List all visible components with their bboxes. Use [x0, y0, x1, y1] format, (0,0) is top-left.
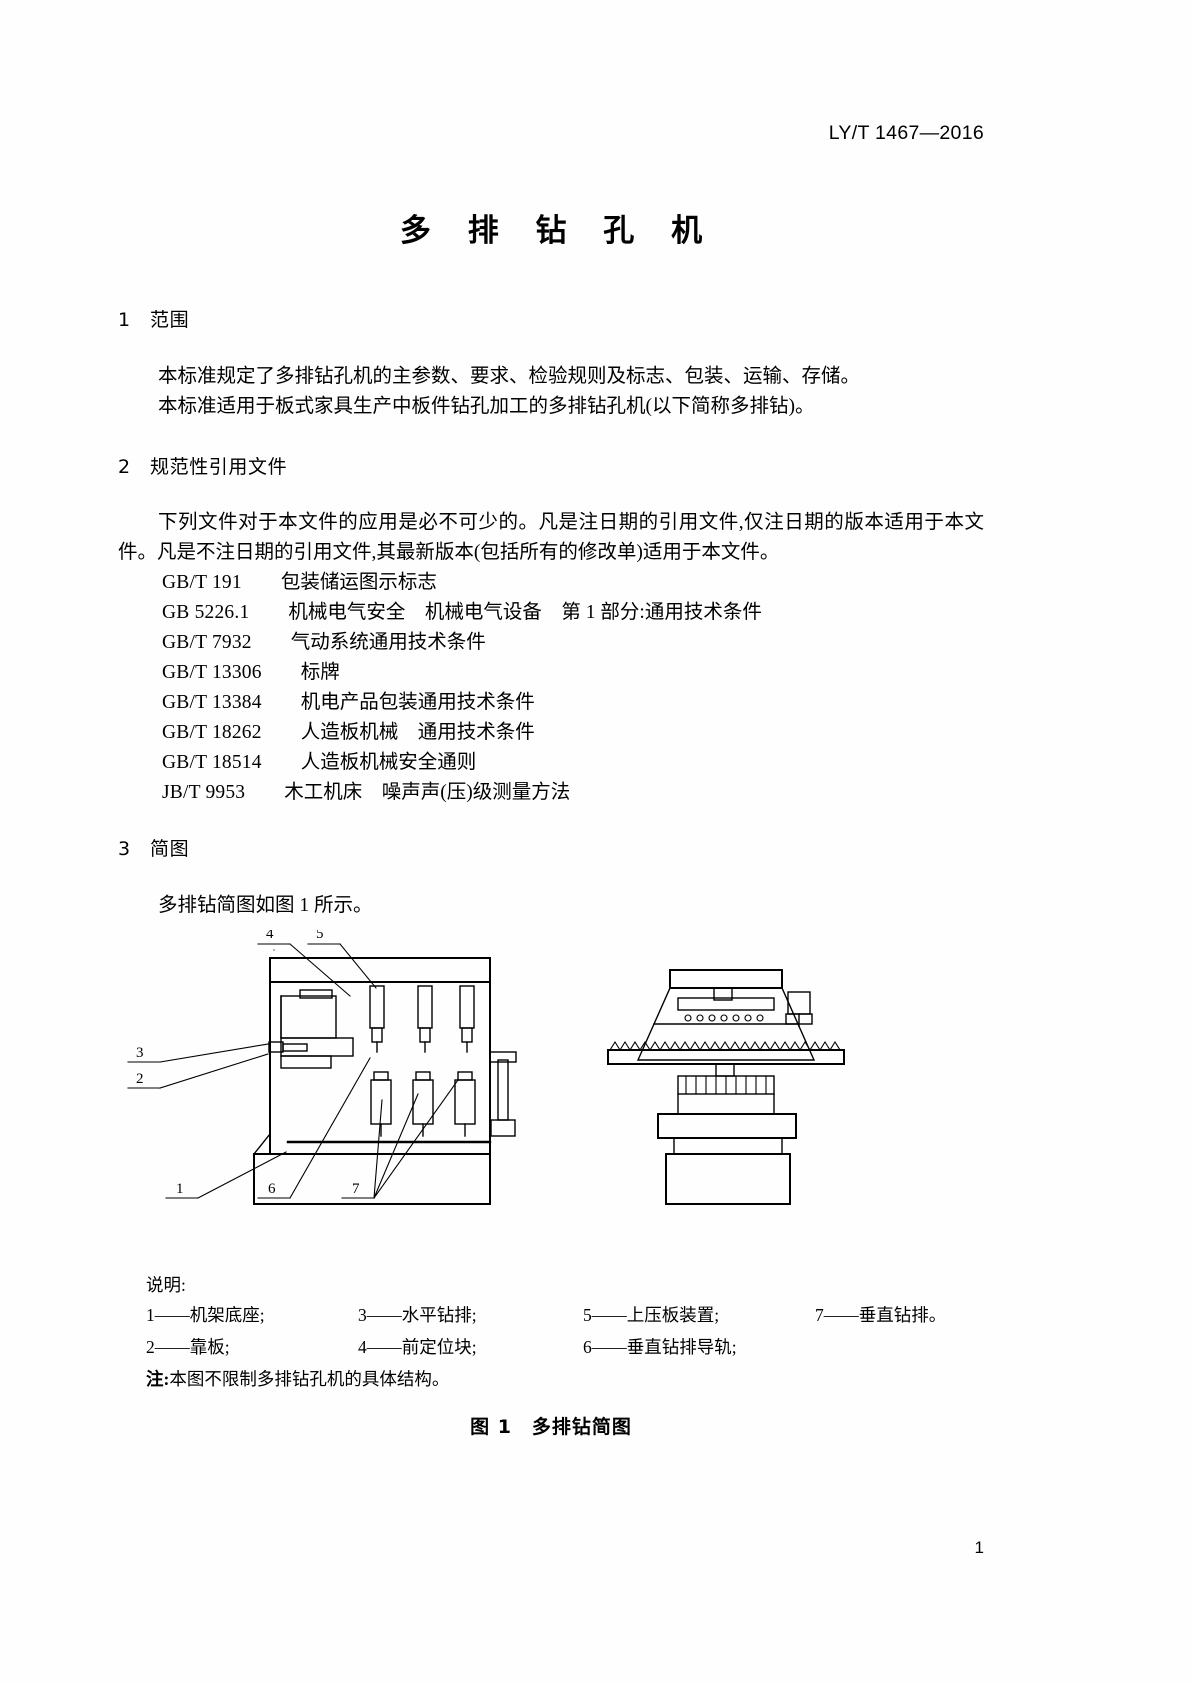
clause-number-3: 3	[118, 838, 131, 860]
reference-item-3: GB/T 7932 气动系统通用技术条件	[162, 628, 486, 658]
reference-item-7: GB/T 18514 人造板机械安全通则	[162, 748, 476, 778]
reference-title-4: 标牌	[300, 662, 340, 683]
figure-note-text: 本图不限制多排钻孔机的具体结构。	[169, 1369, 450, 1389]
callout-label-1: 1	[176, 1181, 184, 1197]
legend-item-1: 1——机架底座;	[146, 1305, 265, 1325]
front-view	[252, 957, 517, 1205]
reference-code-8: JB/T 9953	[162, 782, 246, 803]
reference-code-6: GB/T 18262	[162, 722, 262, 743]
reference-title-7: 人造板机械安全通则	[300, 752, 477, 773]
legend-row-bottom: 2——靠板; 4——前定位块; 6——垂直钻排导轨;	[146, 1334, 986, 1359]
reference-code-7: GB/T 18514	[162, 752, 262, 773]
reference-title-2: 机械电气安全 机械电气设备 第 1 部分:通用技术条件	[288, 602, 762, 623]
legend-item-6: 6——垂直钻排导轨;	[583, 1337, 737, 1357]
reference-item-5: GB/T 13384 机电产品包装通用技术条件	[162, 688, 535, 718]
scope-paragraph-1: 本标准规定了多排钻孔机的主参数、要求、检验规则及标志、包装、运输、存储。	[158, 366, 861, 387]
reference-title-6: 人造板机械 通用技术条件	[300, 722, 535, 743]
callout-label-6: 6	[268, 1181, 276, 1197]
figure-caption: 图 1 多排钻简图	[470, 1416, 632, 1438]
reference-code-4: GB/T 13306	[162, 662, 262, 683]
legend-item-3: 3——水平钻排;	[358, 1305, 477, 1325]
clause-title-3: 简图	[150, 838, 190, 860]
reference-code-2: GB 5226.1	[162, 602, 250, 623]
clause-number-2: 2	[118, 456, 131, 478]
reference-item-6: GB/T 18262 人造板机械 通用技术条件	[162, 718, 535, 748]
callout-leaders	[127, 943, 459, 1199]
diagram-intro: 多排钻简图如图 1 所示。	[158, 895, 373, 916]
legend-item-5: 5——上压板装置;	[583, 1305, 720, 1325]
clause-heading-2: 2 规范性引用文件	[118, 452, 287, 479]
reference-code-5: GB/T 13384	[162, 692, 262, 713]
figure-note-label: 注:	[146, 1369, 170, 1389]
reference-title-3: 气动系统通用技术条件	[290, 632, 486, 653]
side-view	[607, 969, 845, 1205]
page-title: 多 排 钻 孔 机	[399, 213, 716, 249]
callout-label-7: 7	[352, 1181, 360, 1197]
figure-drawing: 4 5 3 2 1 6 7	[118, 930, 984, 1260]
standard-number: LY/T 1467—2016	[828, 122, 984, 144]
scope-paragraph-2: 本标准适用于板式家具生产中板件钻孔加工的多排钻孔机(以下简称多排钻)。	[158, 396, 815, 417]
callout-label-5: 5	[316, 930, 324, 942]
reference-title-8: 木工机床 噪声声(压)级测量方法	[284, 782, 571, 803]
reference-code-3: GB/T 7932	[162, 632, 252, 653]
reference-item-2: GB 5226.1 机械电气安全 机械电气设备 第 1 部分:通用技术条件	[162, 598, 762, 628]
callout-label-2: 2	[136, 1071, 144, 1087]
legend-title: 说明:	[146, 1275, 186, 1295]
callout-label-3: 3	[136, 1045, 144, 1061]
reference-item-4: GB/T 13306 标牌	[162, 658, 340, 688]
upper-drill-row	[369, 985, 475, 1053]
legend-item-2: 2——靠板;	[146, 1337, 230, 1357]
clause-heading-1: 1 范围	[118, 305, 189, 332]
normative-intro: 下列文件对于本文件的应用是必不可少的。凡是注日期的引用文件,仅注日期的版本适用于…	[118, 512, 984, 563]
clause-title-2: 规范性引用文件	[150, 456, 288, 478]
callout-label-4: 4	[266, 930, 274, 942]
reference-title-1: 包装储运图示标志	[280, 572, 437, 593]
reference-item-1: GB/T 191 包装储运图示标志	[162, 568, 437, 598]
reference-code-1: GB/T 191	[162, 572, 242, 593]
lower-drill-row	[370, 1071, 476, 1137]
clause-title-1: 范围	[150, 309, 190, 331]
clause-number-1: 1	[118, 309, 131, 331]
legend-item-7: 7——垂直钻排。	[815, 1305, 947, 1325]
reference-title-5: 机电产品包装通用技术条件	[300, 692, 535, 713]
reference-item-8: JB/T 9953 木工机床 噪声声(压)级测量方法	[162, 778, 570, 808]
legend-item-4: 4——前定位块;	[358, 1337, 477, 1357]
running-header: LY/T 1467—2016	[118, 122, 984, 145]
page-number: 1	[974, 1538, 984, 1557]
clause-heading-3: 3 简图	[118, 834, 189, 861]
page-content: LY/T 1467—2016 多 排 钻 孔 机 1 范围 本标准规定了多排钻孔机…	[118, 0, 984, 1684]
figure-note: 注:本图不限制多排钻孔机的具体结构。	[146, 1366, 449, 1391]
legend-row-top: 1——机架底座; 3——水平钻排; 5——上压板装置; 7——垂直钻排。	[146, 1302, 986, 1327]
